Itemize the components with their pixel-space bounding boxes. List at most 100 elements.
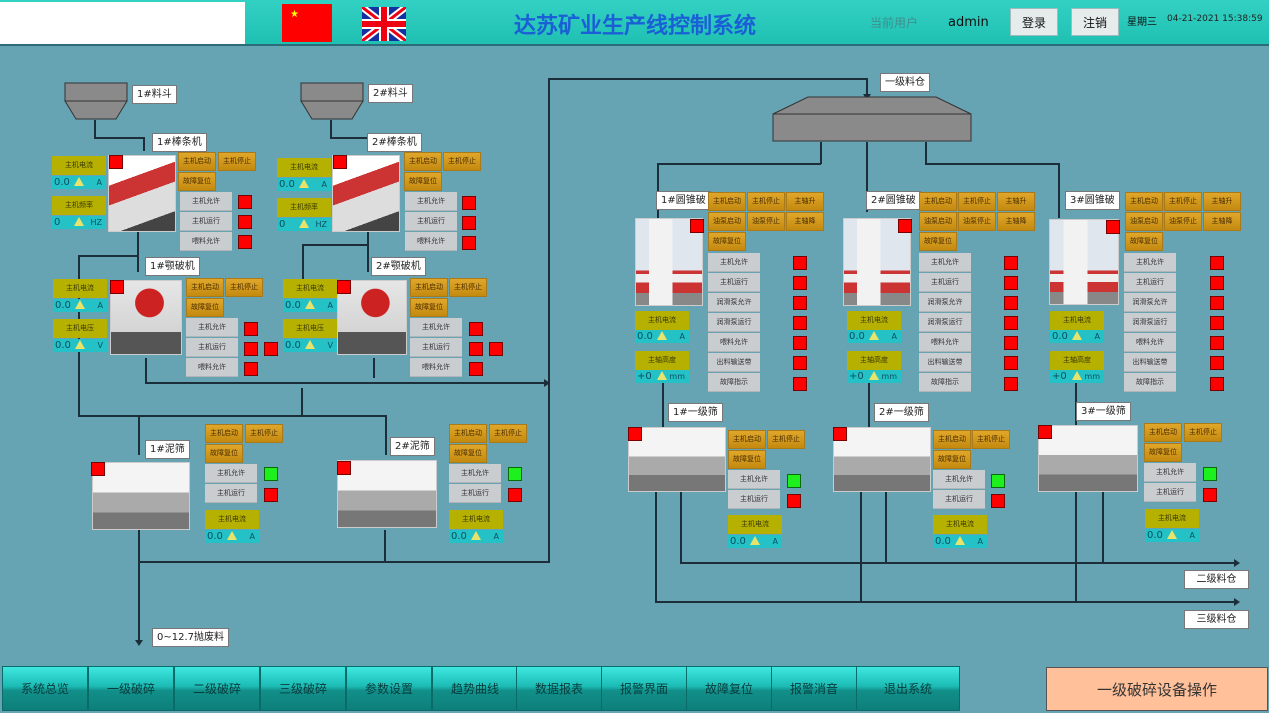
mud-screen-2-stop-button[interactable]: 主机停止: [489, 424, 527, 443]
status-indicator: [462, 216, 476, 230]
equipment-operation-panel[interactable]: 一级破碎设备操作: [1046, 667, 1268, 711]
mud-screen-1-reset-button[interactable]: 故障复位: [205, 444, 243, 463]
cone-1-start-button[interactable]: 主机启动: [708, 192, 746, 211]
jaw-1-label: 1#颚破机: [145, 257, 200, 276]
status-indicator: [793, 256, 807, 270]
nav-primary-crushing[interactable]: 一级破碎: [88, 666, 174, 711]
primary-screen-2-stop-button[interactable]: 主机停止: [972, 430, 1010, 449]
cone-1-shaft-up-button[interactable]: 主轴升: [786, 192, 824, 211]
mud-screen-1-start-button[interactable]: 主机启动: [205, 424, 243, 443]
nav-data-reports[interactable]: 数据报表: [516, 666, 602, 711]
cone-1-reset-button[interactable]: 故障复位: [708, 232, 746, 251]
primary-screen-3-start-button[interactable]: 主机启动: [1144, 423, 1182, 442]
cone-3-shaft-down-button[interactable]: 主轴降: [1203, 212, 1241, 231]
cone-3-shaft-up-button[interactable]: 主轴升: [1203, 192, 1241, 211]
mud-screen-1-stop-button[interactable]: 主机停止: [245, 424, 283, 443]
status-indicator: [1004, 356, 1018, 370]
feeder-2-reset-button[interactable]: 故障复位: [404, 172, 442, 191]
cone-2-stop-button[interactable]: 主机停止: [958, 192, 996, 211]
cone-3-stop-button[interactable]: 主机停止: [1164, 192, 1202, 211]
cone-2-pump-start-button[interactable]: 油泵启动: [919, 212, 957, 231]
cone-3-reset-button[interactable]: 故障复位: [1125, 232, 1163, 251]
cone-3-pump-start-button[interactable]: 油泵启动: [1125, 212, 1163, 231]
warning-icon: [1072, 371, 1082, 380]
nav-system-overview[interactable]: 系统总览: [2, 666, 88, 711]
cone-2-start-button[interactable]: 主机启动: [919, 192, 957, 211]
jaw-1-start-button[interactable]: 主机启动: [186, 278, 224, 297]
cone-2-shaft-up-button[interactable]: 主轴升: [997, 192, 1035, 211]
primary-screen-2-start-button[interactable]: 主机启动: [933, 430, 971, 449]
jaw-2-reset-button[interactable]: 故障复位: [410, 298, 448, 317]
status-indicator: [1210, 336, 1224, 350]
warning-icon: [471, 531, 481, 540]
status-label: 出料输送带: [1124, 353, 1176, 372]
warning-icon: [299, 219, 309, 228]
primary-screen-3-stop-button[interactable]: 主机停止: [1184, 423, 1222, 442]
feeder-1-fault-indicator: [109, 155, 123, 169]
feeder-2-start-button[interactable]: 主机启动: [404, 152, 442, 171]
primary-screen-2-reset-button[interactable]: 故障复位: [933, 450, 971, 469]
status-indicator: [1210, 316, 1224, 330]
datetime: 04-21-2021 15:38:59: [1167, 14, 1263, 24]
feeder-2-stop-button[interactable]: 主机停止: [443, 152, 481, 171]
cone-1-shaft-down-button[interactable]: 主轴降: [786, 212, 824, 231]
status-indicator: [787, 494, 801, 508]
cone-3-start-button[interactable]: 主机启动: [1125, 192, 1163, 211]
feeder-2-label: 2#棒条机: [367, 133, 422, 152]
mud-screen-1-fault-indicator: [91, 462, 105, 476]
nav-fault-reset[interactable]: 故障复位: [686, 666, 772, 711]
cone-3-pump-stop-button[interactable]: 油泵停止: [1164, 212, 1202, 231]
cone-3-image: [1049, 219, 1119, 305]
primary-screen-1-reset-button[interactable]: 故障复位: [728, 450, 766, 469]
jaw-2-start-button[interactable]: 主机启动: [410, 278, 448, 297]
status-indicator: [793, 356, 807, 370]
cone-2-reset-button[interactable]: 故障复位: [919, 232, 957, 251]
status-label: 主机运行: [728, 490, 780, 509]
status-label: 主机允许: [728, 470, 780, 489]
mud-screen-2-start-button[interactable]: 主机启动: [449, 424, 487, 443]
cone-2-pump-stop-button[interactable]: 油泵停止: [958, 212, 996, 231]
cone-1-pump-start-button[interactable]: 油泵启动: [708, 212, 746, 231]
status-indicator: [238, 195, 252, 209]
cone-1-height-label: 主轴高度: [635, 351, 689, 370]
mud-screen-2-reset-button[interactable]: 故障复位: [449, 444, 487, 463]
nav-alarm-silence[interactable]: 报警消音: [771, 666, 857, 711]
nav-parameter-settings[interactable]: 参数设置: [346, 666, 432, 711]
nav-exit-system[interactable]: 退出系统: [856, 666, 960, 711]
nav-secondary-crushing[interactable]: 二级破碎: [174, 666, 260, 711]
jaw-1-reset-button[interactable]: 故障复位: [186, 298, 224, 317]
feeder-1-reset-button[interactable]: 故障复位: [178, 172, 216, 191]
jaw-1-current-label: 主机电流: [53, 279, 107, 298]
china-flag-icon[interactable]: ★: [282, 4, 332, 42]
primary-bin-icon: [772, 96, 972, 142]
hopper-2-label: 2#料斗: [368, 84, 413, 103]
mud-screen-2-current-label: 主机电流: [449, 510, 503, 529]
jaw-2-stop-button[interactable]: 主机停止: [449, 278, 487, 297]
jaw-1-stop-button[interactable]: 主机停止: [225, 278, 263, 297]
nav-alarm-screen[interactable]: 报警界面: [601, 666, 687, 711]
primary-screen-1-stop-button[interactable]: 主机停止: [767, 430, 805, 449]
cone-2-shaft-down-button[interactable]: 主轴降: [997, 212, 1035, 231]
status-label: 喂料允许: [410, 358, 462, 377]
status-label: 喂料允许: [405, 232, 457, 251]
nav-tertiary-crushing[interactable]: 三级破碎: [260, 666, 346, 711]
status-indicator: [469, 342, 483, 356]
uk-flag-icon[interactable]: [362, 7, 406, 41]
cone-2-image: [843, 218, 911, 306]
feeder-1-stop-button[interactable]: 主机停止: [218, 152, 256, 171]
cone-1-pump-stop-button[interactable]: 油泵停止: [747, 212, 785, 231]
logout-button[interactable]: 注销: [1071, 8, 1119, 36]
nav-trend-curves[interactable]: 趋势曲线: [432, 666, 518, 711]
feeder-1-start-button[interactable]: 主机启动: [178, 152, 216, 171]
cone-1-stop-button[interactable]: 主机停止: [747, 192, 785, 211]
status-label: 故障指示: [1124, 373, 1176, 392]
primary-screen-3-fault-indicator: [1038, 425, 1052, 439]
primary-screen-1-label: 1#一级筛: [668, 403, 723, 422]
primary-screen-1-start-button[interactable]: 主机启动: [728, 430, 766, 449]
primary-screen-3-reset-button[interactable]: 故障复位: [1144, 443, 1182, 462]
status-label: 喂料允许: [919, 333, 971, 352]
mud-screen-2-image: [337, 460, 437, 528]
login-button[interactable]: 登录: [1010, 8, 1058, 36]
